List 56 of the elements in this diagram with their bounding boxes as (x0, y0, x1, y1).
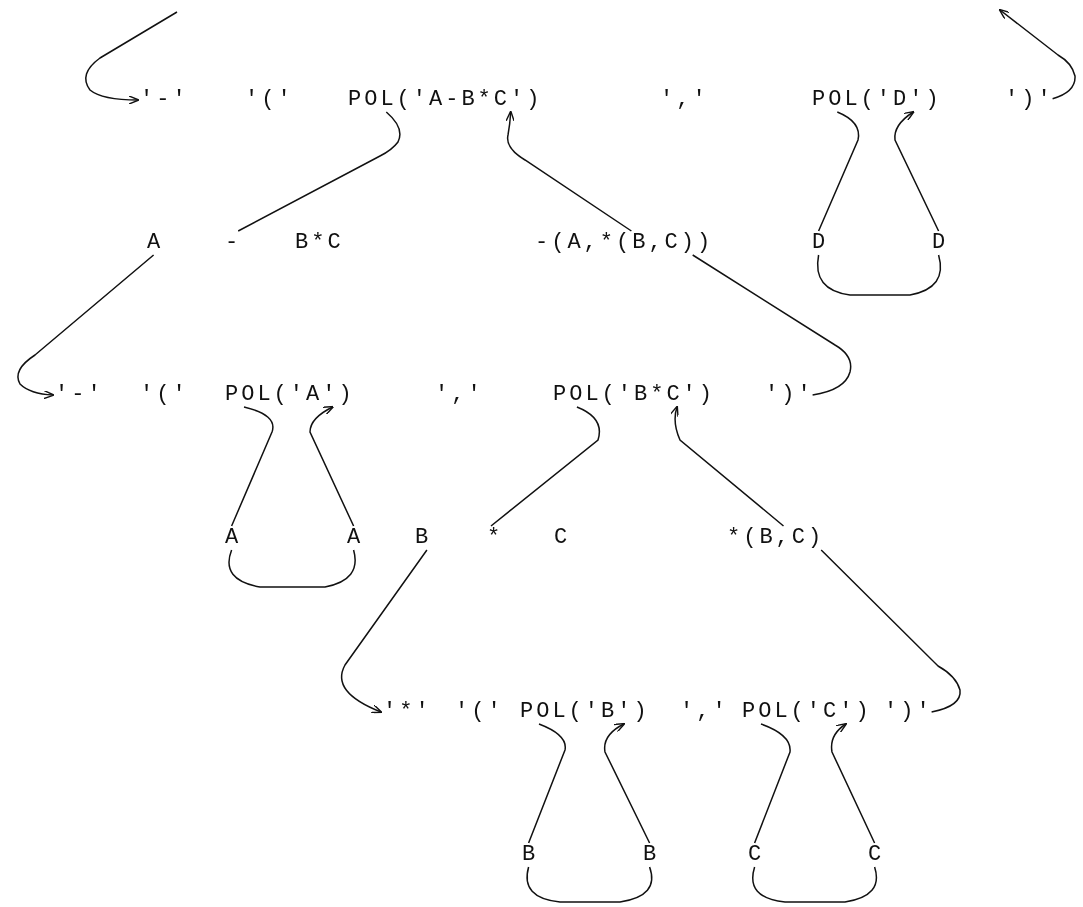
code-text: POL('D') (812, 88, 942, 112)
connector-line (228, 549, 356, 588)
arrow (830, 722, 876, 844)
code-text: '(' (245, 88, 294, 112)
code-text: ')' (884, 700, 933, 724)
code-text: C (554, 526, 571, 550)
code-text: '(' (140, 383, 189, 407)
connector-line (237, 111, 401, 232)
arrow (340, 549, 428, 714)
connector-line (753, 723, 791, 844)
code-text: '-' (55, 383, 104, 407)
code-text: ')' (1005, 88, 1054, 112)
code-text: ',' (435, 383, 484, 407)
code-text: C (868, 843, 885, 867)
arrow (603, 722, 651, 844)
code-text: POL('B*C') (553, 383, 716, 407)
arrow (505, 110, 633, 232)
connector-line (820, 549, 961, 713)
code-text: -(A,*(B,C)) (535, 231, 714, 255)
code-text: '*' (383, 700, 432, 724)
code-text: ',' (680, 700, 729, 724)
code-text: * (487, 526, 504, 550)
code-text: '-' (140, 88, 189, 112)
connector-line (490, 406, 601, 527)
connector-line (817, 111, 860, 232)
code-text: B*C (295, 231, 344, 255)
code-text: ')' (765, 383, 814, 407)
connector-line (527, 723, 567, 844)
code-text: A (147, 231, 164, 255)
code-text: *(B,C) (727, 526, 825, 550)
code-text: POL('A-B*C') (348, 88, 543, 112)
code-text: A (347, 526, 364, 550)
connector-line (230, 406, 274, 527)
code-text: - (225, 231, 242, 255)
code-text: B (643, 843, 660, 867)
arrow (669, 405, 785, 527)
code-text: POL('C') (742, 700, 872, 724)
code-text: POL('B') (520, 700, 650, 724)
arrow (309, 405, 355, 527)
code-text: '(' (455, 700, 504, 724)
arrow (85, 11, 178, 105)
code-text: B (415, 526, 432, 550)
arrow (17, 254, 155, 400)
arrow (894, 110, 940, 232)
connector-line (526, 866, 653, 903)
code-text: A (225, 526, 242, 550)
code-text: C (748, 843, 765, 867)
connector-line (691, 254, 852, 396)
connector-line (752, 866, 878, 903)
code-text: POL('A') (225, 383, 355, 407)
code-text: D (812, 231, 829, 255)
code-text: ',' (660, 88, 709, 112)
code-text: D (932, 231, 949, 255)
arrow (998, 8, 1076, 100)
code-text: B (522, 843, 539, 867)
connector-line (816, 254, 942, 296)
